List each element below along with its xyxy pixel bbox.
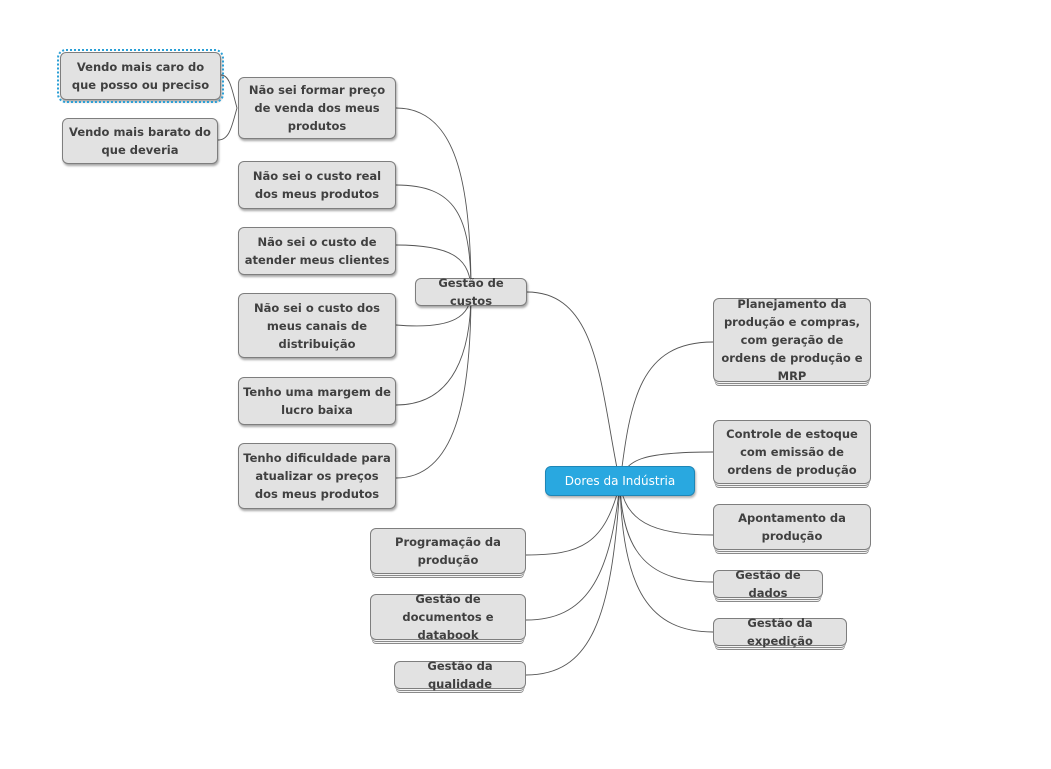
link-central-expedicao [619,482,714,633]
link-custos-margem [395,291,472,406]
subtopic-vendo-mais-barato[interactable]: Vendo mais barato do que deveria [62,118,218,164]
topic-gestao-documentos[interactable]: Gestão de documentos e databook [370,592,526,642]
topic-gestao-expedicao[interactable]: Gestão da expedição [713,616,847,648]
subtopic-margem-lucro[interactable]: Tenho uma margem de lucro baixa [238,377,396,425]
topic-gestao-de-custos[interactable]: Gestão de custos [415,276,527,308]
link-custos-preco [395,107,472,293]
subtopic-custo-atender[interactable]: Não sei o custo de atender meus clientes [238,227,396,275]
link-central-qualidade [525,482,621,676]
topic-gestao-qualidade[interactable]: Gestão da qualidade [394,659,526,691]
link-preco-barato [217,107,238,141]
topic-apontamento-producao[interactable]: Apontamento da produção [713,504,871,550]
link-central-dados [619,482,714,583]
subtopic-custo-real[interactable]: Não sei o custo real dos meus produtos [238,161,396,209]
link-central-planejamento [619,341,714,484]
subtopic-vendo-mais-caro[interactable]: Vendo mais caro do que posso ou preciso [57,49,224,103]
topic-programacao-producao[interactable]: Programação da produção [370,528,526,574]
link-preco-caro [220,74,238,109]
link-central-gestao-custos [526,291,621,484]
link-central-documentos [525,482,621,621]
link-custos-custo-real [395,184,472,293]
link-custos-precos [395,291,472,479]
subtopic-atualizar-precos[interactable]: Tenho dificuldade para atualizar os preç… [238,443,396,509]
topic-controle-estoque[interactable]: Controle de estoque com emissão de orden… [713,420,871,484]
topic-gestao-dados[interactable]: Gestão de dados [713,568,823,600]
central-topic[interactable]: Dores da Indústria [545,466,695,496]
topic-planejamento-producao[interactable]: Planejamento da produção e compras, com … [713,297,871,383]
link-central-programacao [525,482,621,556]
subtopic-custo-canais[interactable]: Não sei o custo dos meus canais de distr… [238,293,396,358]
subtopic-formar-preco[interactable]: Não sei formar preço de venda dos meus p… [238,77,396,139]
